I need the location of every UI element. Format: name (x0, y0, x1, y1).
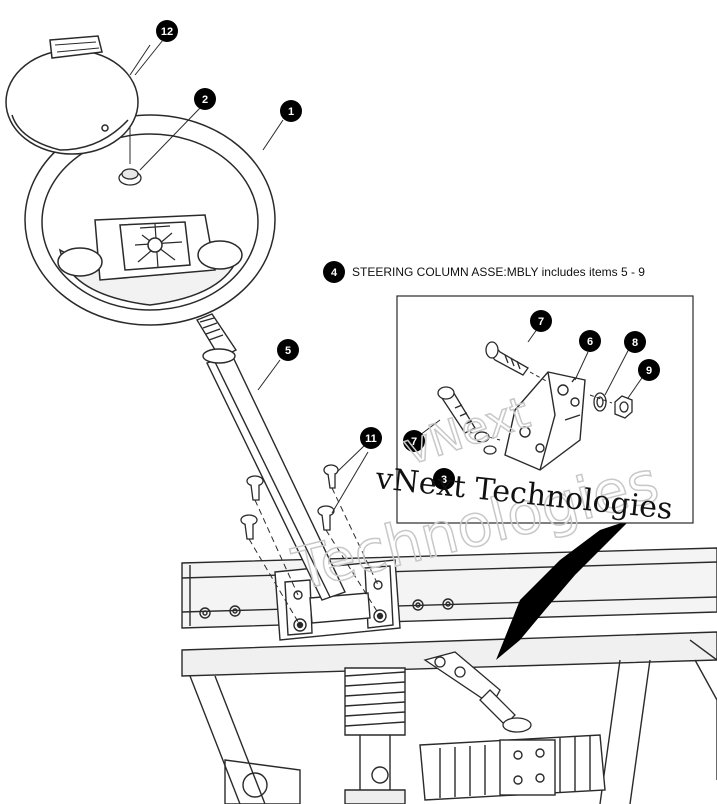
assembly-note: 4 STEERING COLUMN ASSE:MBLY includes ite… (323, 261, 645, 283)
screw-icon (246, 475, 264, 501)
bolt-icon (485, 341, 549, 383)
callout-badge (323, 261, 345, 283)
bracket-screws (240, 444, 381, 626)
steering-rack (224, 734, 606, 804)
washer-icon (593, 392, 607, 412)
steering-column-shaft (195, 313, 346, 601)
callout-12: 12 (156, 20, 178, 42)
callout-8: 8 (624, 331, 646, 353)
callout-number: 12 (161, 26, 173, 38)
screw-icon (317, 505, 335, 531)
callout-number: 3 (441, 474, 447, 486)
callout-number: 8 (632, 337, 638, 349)
callout-7-top: 7 (530, 310, 552, 332)
callout-number: 4 (331, 267, 338, 279)
callout-number: 5 (285, 345, 291, 357)
callout-2: 2 (194, 88, 216, 110)
column-bracket-part (504, 371, 586, 471)
callout-number: 9 (646, 365, 652, 377)
callout-7-left: 7 (403, 430, 425, 452)
callout-number: 7 (538, 316, 544, 328)
hub-nut (118, 120, 142, 186)
column-mount-bracket (274, 559, 401, 641)
screw-icon (323, 464, 339, 489)
callout-9: 9 (638, 359, 660, 381)
coil-spring (344, 667, 406, 804)
callout-number: 2 (202, 94, 208, 106)
nut-icon (614, 395, 633, 419)
callout-5: 5 (277, 339, 299, 361)
leader-lines (257, 119, 284, 391)
lower-u-joint (423, 651, 532, 733)
callout-number: 7 (411, 436, 417, 448)
callout-11: 11 (360, 427, 382, 449)
callout-number: 11 (365, 433, 377, 445)
callout-6: 6 (579, 330, 601, 352)
callout-number: 1 (288, 106, 294, 118)
callout-3: 3 (433, 468, 455, 490)
center-cap (5, 35, 151, 155)
assembly-note-text: STEERING COLUMN ASSE:MBLY includes items… (352, 265, 645, 279)
steering-wheel (24, 114, 276, 326)
callout-1: 1 (280, 100, 302, 122)
detail-pointer-wedge (496, 520, 630, 660)
screw-icon (240, 514, 258, 540)
callout-number: 6 (587, 336, 593, 348)
